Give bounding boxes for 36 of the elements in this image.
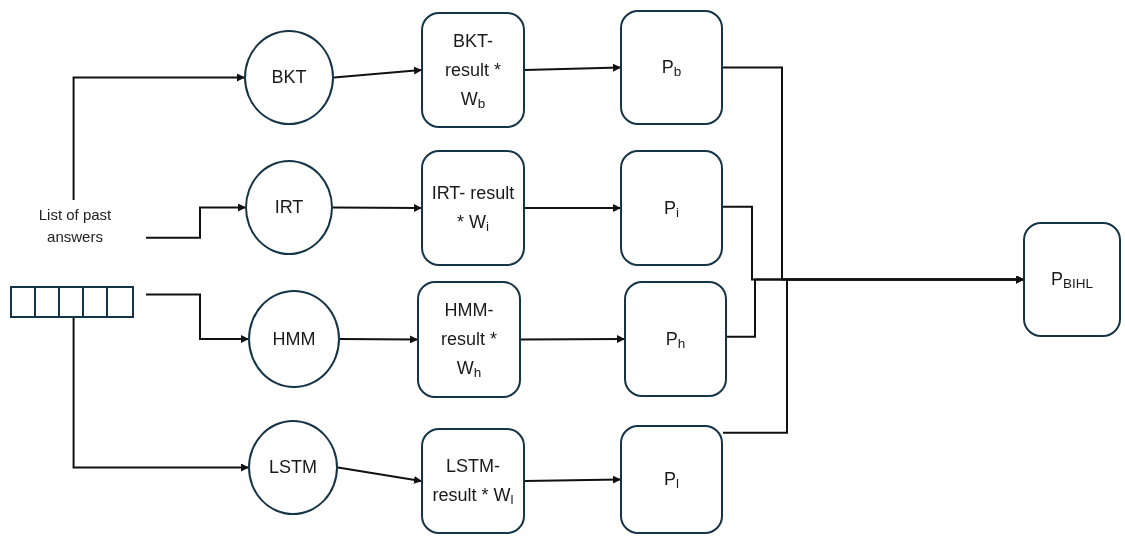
node-label: HMM bbox=[272, 327, 316, 351]
node-label: HMM- result * W$_{h}$ bbox=[440, 299, 498, 383]
node-label: IRT bbox=[274, 196, 304, 219]
arrow bbox=[332, 203, 422, 212]
node-label: List of past answers bbox=[37, 205, 113, 247]
node-label: LSTM- result * W$_{l}$ bbox=[431, 455, 515, 510]
node-label: LSTM bbox=[269, 456, 317, 479]
node-label: P$_{i}$ bbox=[664, 196, 679, 222]
arrow bbox=[524, 63, 621, 72]
process-box bbox=[1023, 222, 1121, 337]
node-label: IRT- result * W$_{i}$ bbox=[431, 182, 515, 237]
process-box bbox=[421, 428, 525, 534]
arrow bbox=[339, 335, 418, 344]
process-box bbox=[620, 10, 723, 125]
node-label: P$_{BIHL}$ bbox=[1051, 268, 1093, 294]
arrow bbox=[72, 73, 245, 201]
arrow bbox=[337, 466, 422, 484]
arrow bbox=[333, 66, 422, 79]
process-box bbox=[417, 281, 521, 398]
arrow bbox=[72, 317, 249, 472]
arrow bbox=[524, 475, 621, 484]
node-label: P$_{b}$ bbox=[661, 56, 682, 82]
process-box bbox=[620, 425, 723, 534]
node-label: BKT bbox=[271, 66, 307, 89]
process-box bbox=[620, 150, 723, 266]
node-label: P$_{h}$ bbox=[665, 327, 686, 353]
arrow bbox=[524, 204, 621, 212]
arrow bbox=[722, 275, 1024, 434]
node-label: BKT- result * W$_{b}$ bbox=[444, 29, 502, 113]
arrow bbox=[145, 203, 246, 239]
node-label: P$_{l}$ bbox=[664, 468, 679, 494]
process-box bbox=[421, 150, 525, 266]
process-box bbox=[624, 281, 727, 397]
arrow bbox=[520, 335, 625, 344]
arrow bbox=[145, 293, 249, 343]
process-box bbox=[421, 12, 525, 128]
